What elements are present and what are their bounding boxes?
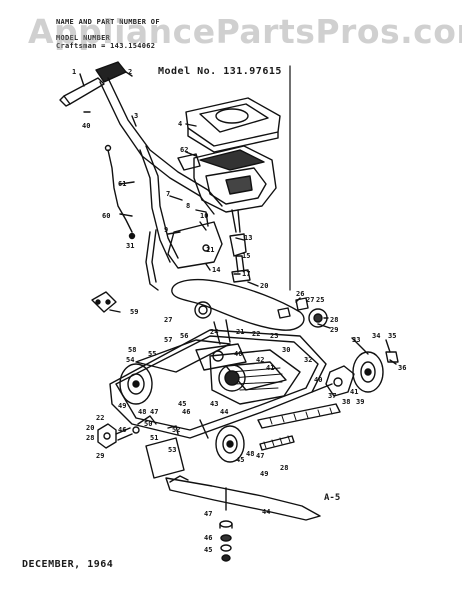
svg-text:62: 62 <box>180 146 188 154</box>
svg-text:50: 50 <box>144 420 152 428</box>
svg-text:49: 49 <box>260 470 268 478</box>
svg-text:9: 9 <box>164 226 168 234</box>
svg-text:59: 59 <box>130 308 138 316</box>
svg-text:22: 22 <box>252 330 260 338</box>
svg-text:28: 28 <box>86 434 94 442</box>
svg-text:22: 22 <box>96 414 104 422</box>
svg-text:45: 45 <box>236 456 244 464</box>
svg-text:47: 47 <box>150 408 158 416</box>
svg-text:41: 41 <box>350 388 358 396</box>
svg-text:27: 27 <box>306 296 314 304</box>
model-number: Model No. 131.97615 <box>158 66 282 77</box>
svg-text:20: 20 <box>86 424 94 432</box>
svg-text:28: 28 <box>330 316 338 324</box>
svg-text:36: 36 <box>398 364 406 372</box>
svg-text:31: 31 <box>126 242 134 250</box>
svg-text:57: 57 <box>164 336 172 344</box>
svg-text:53: 53 <box>168 446 176 454</box>
svg-text:23: 23 <box>270 332 278 340</box>
svg-text:35: 35 <box>388 332 396 340</box>
svg-text:46: 46 <box>204 534 212 542</box>
svg-text:28: 28 <box>280 464 288 472</box>
svg-text:40: 40 <box>314 376 322 384</box>
svg-text:41: 41 <box>266 364 274 372</box>
header-line-3: Craftsman = 143.154062 <box>56 42 156 50</box>
svg-text:11: 11 <box>206 246 214 254</box>
svg-text:52: 52 <box>172 426 180 434</box>
header-line-2: MODEL NUMBER <box>56 34 111 42</box>
svg-text:39: 39 <box>356 398 364 406</box>
svg-text:44: 44 <box>220 408 228 416</box>
svg-text:58: 58 <box>128 346 136 354</box>
figure-reference: A-5 <box>324 493 341 503</box>
svg-text:1: 1 <box>72 68 76 76</box>
svg-text:46: 46 <box>182 408 190 416</box>
svg-text:54: 54 <box>126 356 134 364</box>
svg-text:47: 47 <box>256 452 264 460</box>
svg-text:7: 7 <box>166 190 170 198</box>
svg-text:34: 34 <box>372 332 380 340</box>
svg-text:4: 4 <box>178 120 182 128</box>
svg-text:38: 38 <box>342 398 350 406</box>
svg-text:13: 13 <box>244 234 252 242</box>
svg-text:43: 43 <box>210 400 218 408</box>
svg-text:60: 60 <box>102 212 110 220</box>
svg-text:29: 29 <box>330 326 338 334</box>
svg-text:26: 26 <box>296 290 304 298</box>
svg-text:47: 47 <box>204 510 212 518</box>
svg-text:25: 25 <box>316 296 324 304</box>
svg-text:21: 21 <box>236 328 244 336</box>
svg-text:24: 24 <box>210 328 218 336</box>
svg-text:51: 51 <box>150 434 158 442</box>
svg-text:20: 20 <box>260 282 268 290</box>
svg-text:27: 27 <box>164 316 172 324</box>
header-line-1: NAME AND PART NUMBER OF <box>56 18 160 26</box>
svg-text:37: 37 <box>328 392 336 400</box>
svg-text:14: 14 <box>212 266 220 274</box>
svg-text:48: 48 <box>138 408 146 416</box>
svg-text:49: 49 <box>118 402 126 410</box>
svg-text:33: 33 <box>352 336 360 344</box>
svg-text:32: 32 <box>304 356 312 364</box>
svg-text:15: 15 <box>242 252 250 260</box>
svg-text:40: 40 <box>234 350 242 358</box>
svg-text:30: 30 <box>282 346 290 354</box>
svg-text:8: 8 <box>186 202 190 210</box>
svg-text:44: 44 <box>262 508 270 516</box>
svg-text:48: 48 <box>246 450 254 458</box>
svg-text:45: 45 <box>178 400 186 408</box>
svg-text:56: 56 <box>180 332 188 340</box>
svg-text:29: 29 <box>96 452 104 460</box>
svg-text:2: 2 <box>128 68 132 76</box>
svg-text:42: 42 <box>256 356 264 364</box>
svg-text:17: 17 <box>242 270 250 278</box>
svg-text:55: 55 <box>148 350 156 358</box>
svg-text:61: 61 <box>118 180 126 188</box>
svg-text:40: 40 <box>82 122 90 130</box>
svg-text:10: 10 <box>200 212 208 220</box>
watermark: AppliancePartsPros.com <box>28 12 462 51</box>
svg-text:3: 3 <box>134 112 138 120</box>
date-footer: DECEMBER, 1964 <box>22 559 114 570</box>
svg-text:46: 46 <box>118 426 126 434</box>
svg-text:45: 45 <box>204 546 212 554</box>
